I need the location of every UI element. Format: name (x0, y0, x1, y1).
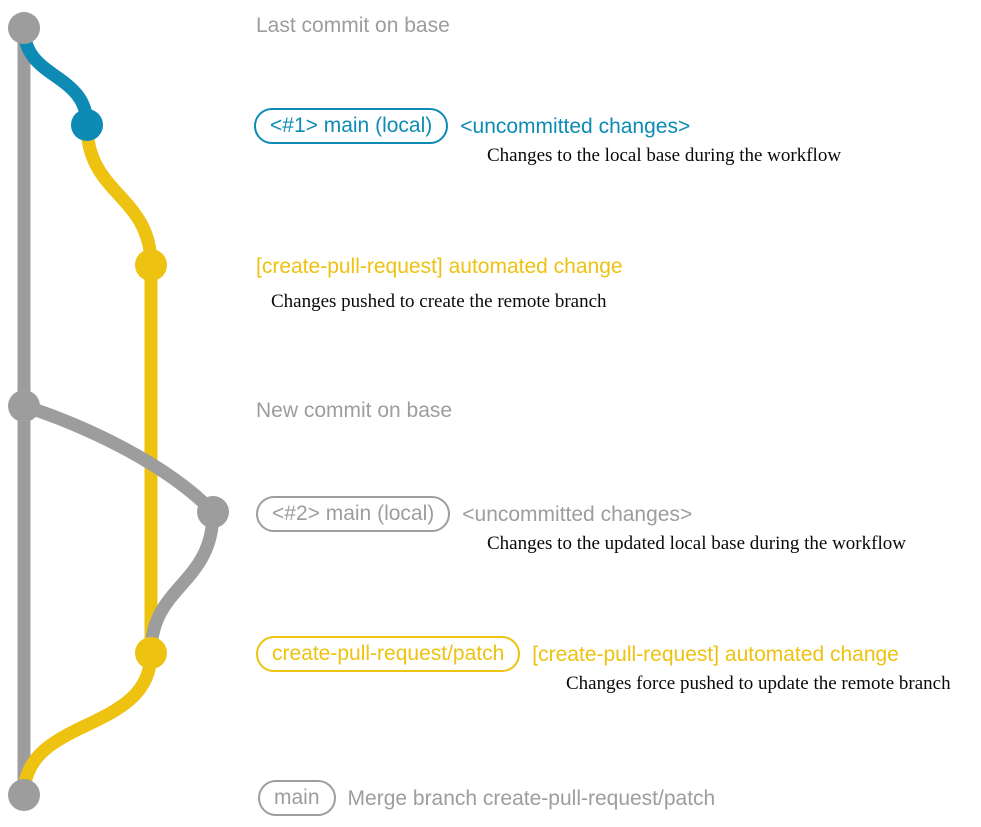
commit-description-automated-change-1: Changes pushed to create the remote bran… (271, 291, 607, 312)
commit-row-merge-commit: main Merge branch create-pull-request/pat… (258, 780, 715, 816)
local2-branch-in-path (144, 505, 220, 660)
commit-subject-last-commit-on-base: Last commit on base (256, 14, 450, 37)
commit-row-automated-change-2: create-pull-request/patch [create-pull-re… (256, 636, 899, 672)
commit-subject-uncommitted-2: <uncommitted changes> (462, 502, 693, 526)
branch-badge-main-local-2[interactable]: <#2> main (local) (256, 496, 451, 532)
commit-node-new-commit-on-base[interactable] (8, 390, 40, 422)
patch-merge-path (17, 646, 158, 802)
local2-branch-out-path (17, 399, 220, 519)
branch-badge-main[interactable]: main (258, 780, 336, 816)
branch-badge-main-local-1[interactable]: <#1> main (local) (254, 108, 449, 144)
commit-subject-automated-change-2: [create-pull-request] automated change (532, 642, 899, 666)
commit-node-automated-change-1[interactable] (135, 249, 167, 281)
commit-subject-merge-commit: Merge branch create-pull-request/patch (347, 786, 716, 810)
commit-subject-uncommitted-1: <uncommitted changes> (460, 114, 691, 138)
commit-description-uncommitted-2: Changes to the updated local base during… (487, 533, 906, 554)
commit-subject-new-commit-on-base: New commit on base (256, 399, 453, 422)
commit-node-uncommitted-1[interactable] (71, 109, 103, 141)
commit-description-automated-change-2: Changes force pushed to update the remot… (566, 673, 951, 694)
commit-node-merge-commit[interactable] (8, 779, 40, 811)
branch-badge-create-pull-request-patch[interactable]: create-pull-request/patch (256, 636, 521, 672)
patch-branch-upper-path (80, 118, 158, 272)
commit-subject-automated-change-1: [create-pull-request] automated change (256, 255, 623, 278)
commit-node-automated-change-2[interactable] (135, 637, 167, 669)
commit-description-uncommitted-1: Changes to the local base during the wor… (487, 145, 842, 166)
commit-row-uncommitted-1: <#1> main (local) <uncommitted changes> (254, 108, 690, 144)
commit-node-last-commit-on-base[interactable] (8, 12, 40, 44)
commit-row-uncommitted-2: <#2> main (local) <uncommitted changes> (256, 496, 692, 532)
commit-node-uncommitted-2[interactable] (197, 496, 229, 528)
